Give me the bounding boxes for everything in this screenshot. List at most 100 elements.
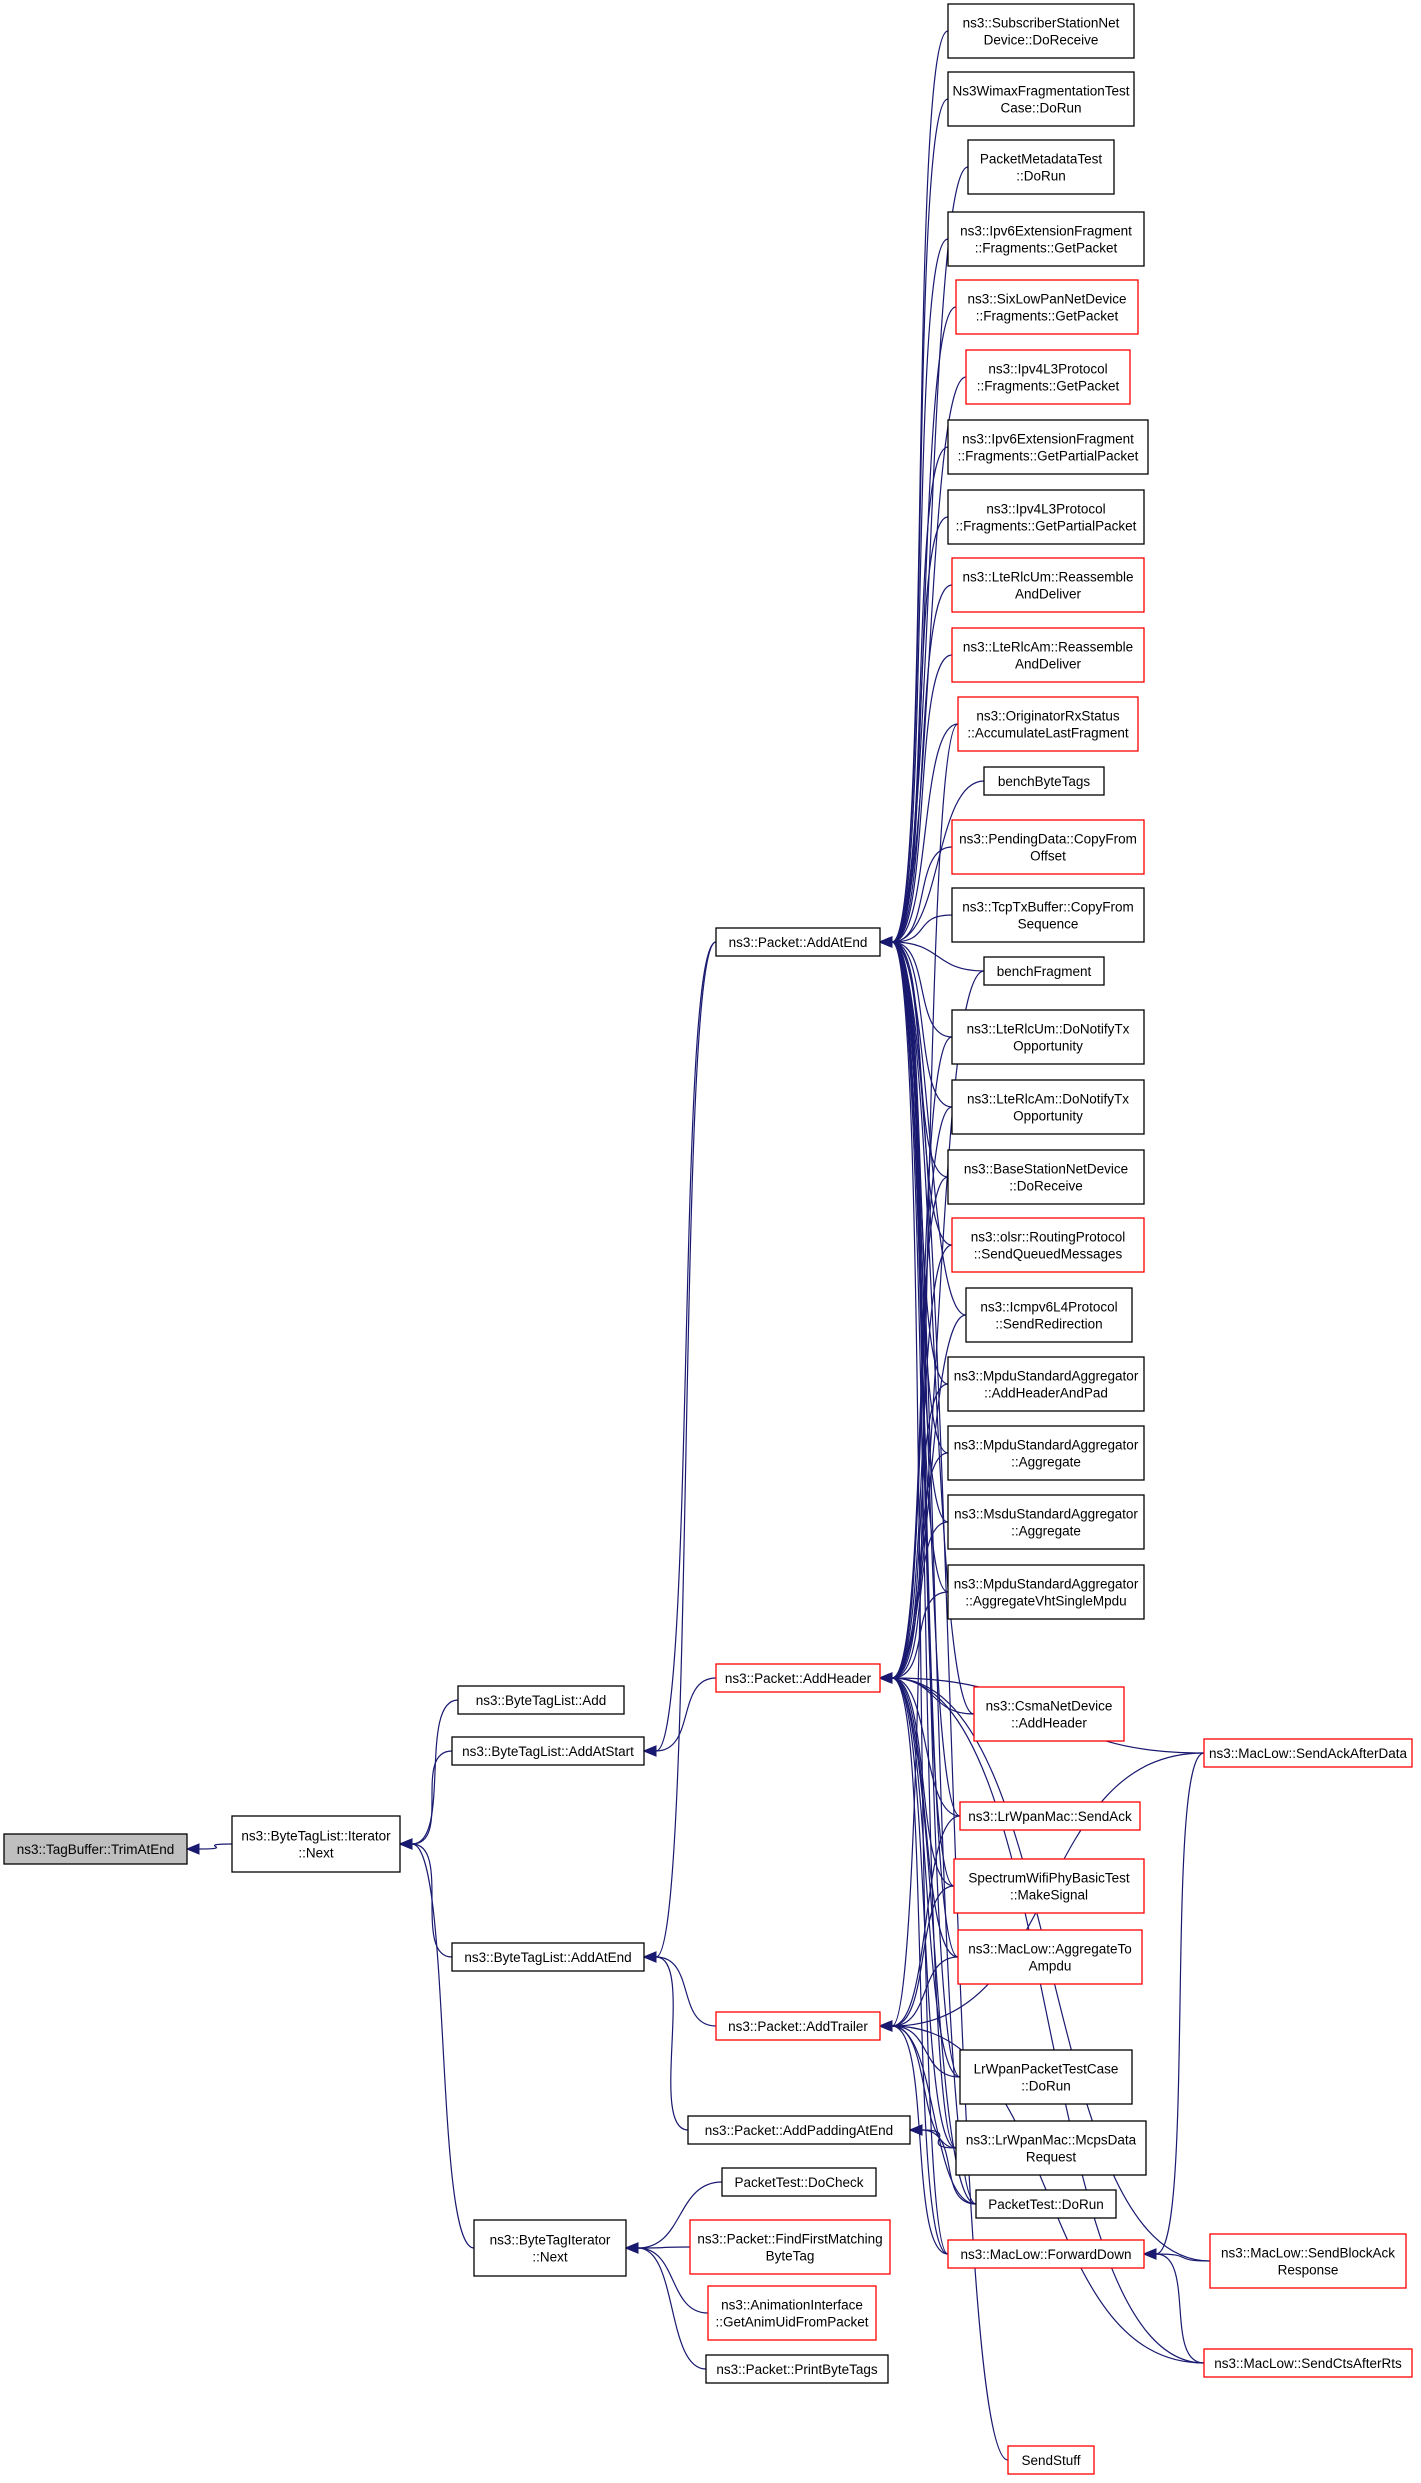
node-box	[947, 211, 1145, 267]
function-node[interactable]: ns3::Packet::AddHeader	[715, 1663, 881, 1693]
function-node[interactable]: ns3::Packet::AddAtEnd	[715, 927, 881, 957]
node-label: ns3::olsr::RoutingProtocol	[971, 1230, 1126, 1245]
node-label: ns3::ByteTagList::AddAtEnd	[464, 1950, 631, 1965]
call-edge	[891, 941, 949, 1523]
function-node[interactable]: benchByteTags	[983, 766, 1105, 796]
function-node[interactable]: ns3::ByteTagList::Add	[457, 1685, 625, 1715]
node-label: ns3::Ipv6ExtensionFragment	[960, 224, 1132, 239]
node-label: ns3::Packet::PrintByteTags	[716, 2362, 878, 2377]
call-edge	[891, 2025, 949, 2255]
node-label: LrWpanPacketTestCase	[974, 2062, 1119, 2077]
function-node[interactable]: PacketMetadataTest::DoRun	[967, 139, 1115, 195]
function-node[interactable]: ns3::Ipv6ExtensionFragment::Fragments::G…	[947, 419, 1149, 475]
function-node[interactable]: ns3::Ipv4L3Protocol::Fragments::GetParti…	[947, 489, 1145, 545]
function-node[interactable]: ns3::Packet::AddPaddingAtEnd	[687, 2115, 911, 2145]
node-box	[947, 71, 1135, 127]
function-node[interactable]: ns3::MacLow::ForwardDown	[947, 2239, 1145, 2269]
function-node[interactable]: PacketTest::DoRun	[975, 2189, 1117, 2219]
arrowhead	[398, 1838, 413, 1850]
function-node[interactable]: SendStuff	[1007, 2445, 1095, 2475]
call-edge	[891, 941, 953, 1038]
function-node[interactable]: ns3::SixLowPanNetDevice::Fragments::GetP…	[955, 279, 1139, 335]
node-label: ns3::LteRlcAm::DoNotifyTx	[967, 1092, 1129, 1107]
node-box	[951, 819, 1145, 875]
node-label: ns3::Icmpv6L4Protocol	[980, 1300, 1117, 1315]
function-node[interactable]: ns3::OriginatorRxStatus::AccumulateLastF…	[957, 696, 1139, 752]
function-node[interactable]: ns3::CsmaNetDevice::AddHeader	[973, 1686, 1125, 1742]
function-node[interactable]: ns3::Packet::PrintByteTags	[705, 2354, 889, 2384]
node-label: ::AddHeader	[1011, 1716, 1087, 1731]
node-label: ns3::LrWpanMac::SendAck	[968, 1809, 1132, 1824]
function-node[interactable]: LrWpanPacketTestCase::DoRun	[959, 2049, 1133, 2105]
function-node[interactable]: ns3::MsduStandardAggregator::Aggregate	[947, 1494, 1145, 1550]
node-box	[959, 1801, 1141, 1831]
function-node[interactable]: ns3::Icmpv6L4Protocol::SendRedirection	[965, 1287, 1133, 1343]
call-edge	[891, 1677, 1205, 2364]
node-box	[947, 419, 1149, 475]
call-edge	[891, 584, 953, 943]
node-label: Opportunity	[1013, 1109, 1083, 1124]
function-node[interactable]: ns3::olsr::RoutingProtocol::SendQueuedMe…	[951, 1217, 1145, 1273]
call-edge	[891, 306, 957, 943]
function-node[interactable]: ns3::MacLow::SendAckAfterData	[1203, 1738, 1413, 1768]
call-edge	[891, 1452, 949, 1679]
node-label: ns3::MpduStandardAggregator	[954, 1438, 1139, 1453]
function-node[interactable]: SpectrumWifiPhyBasicTest::MakeSignal	[953, 1858, 1145, 1914]
node-label: ns3::OriginatorRxStatus	[976, 709, 1120, 724]
function-node[interactable]: ns3::MpduStandardAggregator::Aggregate	[947, 1425, 1145, 1481]
call-edge	[891, 516, 949, 943]
call-edge	[637, 2181, 723, 2249]
call-edge	[891, 2025, 977, 2205]
node-box	[951, 1079, 1145, 1135]
function-node[interactable]: ns3::ByteTagList::Iterator::Next	[231, 1815, 401, 1873]
node-label: Request	[1026, 2150, 1077, 2165]
node-label: Device::DoReceive	[984, 33, 1099, 48]
node-label: ::SendRedirection	[995, 1317, 1102, 1332]
function-node[interactable]: ns3::ByteTagList::AddAtEnd	[451, 1942, 645, 1972]
call-edge	[891, 238, 949, 943]
function-node[interactable]: ns3::AnimationInterface::GetAnimUidFromP…	[707, 2285, 877, 2341]
node-label: ns3::LrWpanMac::McpsData	[966, 2133, 1137, 2148]
function-node[interactable]: ns3::MacLow::SendCtsAfterRts	[1203, 2348, 1413, 2378]
call-edge	[891, 914, 953, 943]
function-node[interactable]: ns3::MpduStandardAggregator::AddHeaderAn…	[947, 1356, 1145, 1412]
node-label: AndDeliver	[1015, 657, 1082, 672]
node-box	[951, 1009, 1145, 1065]
node-label: ::Fragments::GetPartialPacket	[958, 449, 1139, 464]
function-node[interactable]: benchFragment	[983, 956, 1105, 986]
arrowhead	[185, 1843, 200, 1855]
function-node[interactable]: ns3::LrWpanMac::SendAck	[959, 1801, 1141, 1831]
function-node[interactable]: ns3::ByteTagIterator::Next	[473, 2219, 627, 2277]
node-label: Offset	[1030, 849, 1066, 864]
function-node[interactable]: ns3::ByteTagList::AddAtStart	[451, 1736, 645, 1766]
node-box	[957, 696, 1139, 752]
function-node[interactable]: ns3::Ipv4L3Protocol::Fragments::GetPacke…	[965, 349, 1131, 405]
function-node[interactable]: ns3::Packet::AddTrailer	[715, 2011, 881, 2041]
node-label: ::Aggregate	[1011, 1524, 1081, 1539]
node-label: ns3::MacLow::ForwardDown	[960, 2247, 1131, 2262]
node-box	[951, 557, 1145, 613]
node-box	[689, 2219, 891, 2275]
node-label: ns3::Ipv4L3Protocol	[986, 502, 1105, 517]
node-box	[965, 349, 1131, 405]
node-box	[1203, 1738, 1413, 1768]
function-node[interactable]: ns3::SubscriberStationNetDevice::DoRecei…	[947, 3, 1135, 59]
node-box	[947, 489, 1145, 545]
function-node[interactable]: ns3::BaseStationNetDevice::DoReceive	[947, 1149, 1145, 1205]
node-label: ns3::MpduStandardAggregator	[954, 1577, 1139, 1592]
node-box	[983, 766, 1105, 796]
function-node[interactable]: PacketTest::DoCheck	[721, 2167, 877, 2197]
function-node[interactable]: ns3::MpduStandardAggregator::AggregateVh…	[947, 1564, 1145, 1620]
function-node[interactable]: ns3::Ipv6ExtensionFragment::Fragments::G…	[947, 211, 1145, 267]
